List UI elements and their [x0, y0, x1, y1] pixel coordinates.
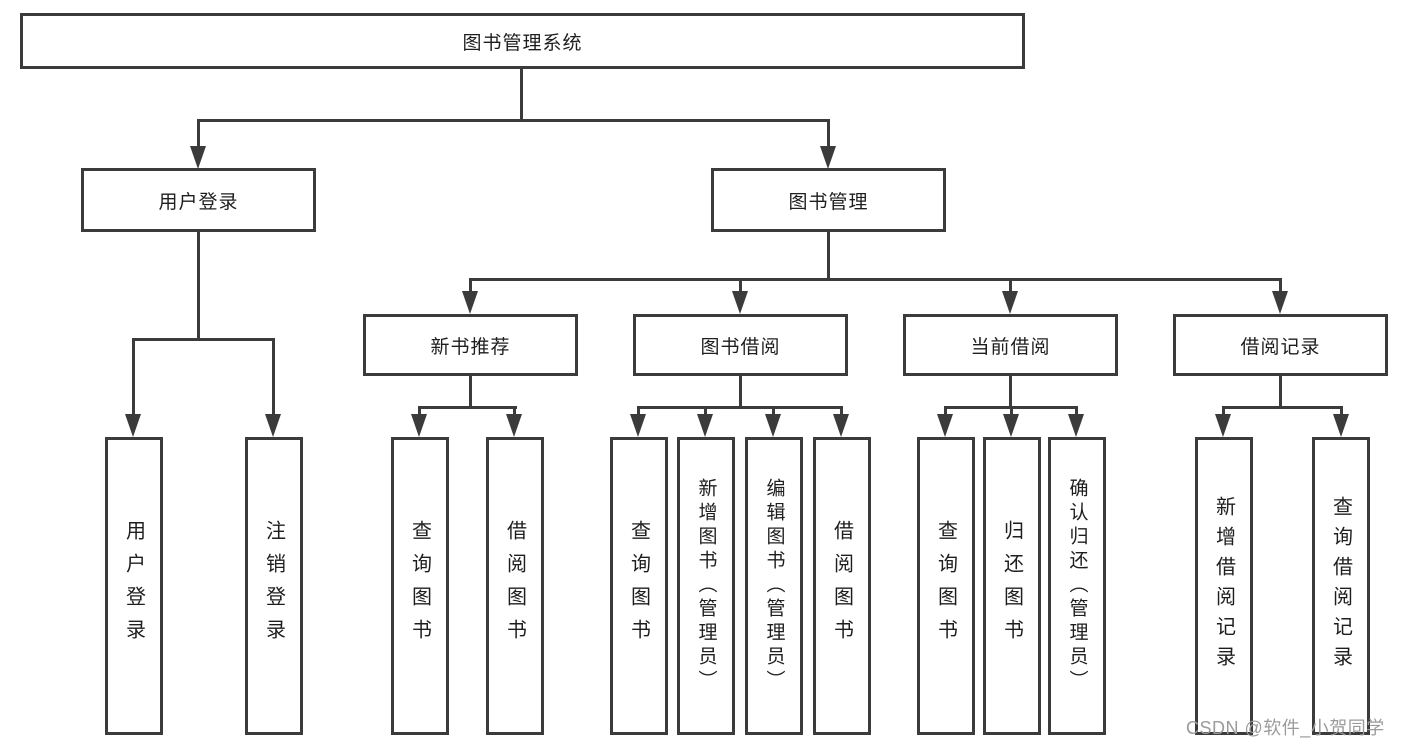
arrowhead-down [1068, 414, 1084, 437]
node-new-book-recommend: 新书推荐 [363, 314, 578, 376]
connector-line [944, 406, 947, 414]
arrowhead-down [1215, 414, 1231, 437]
arrowhead-down [833, 414, 849, 437]
arrowhead-down [125, 414, 141, 437]
arrowhead-down [630, 414, 646, 437]
connector-line [197, 119, 830, 122]
connector-line [197, 122, 200, 146]
leaf-add-books-admin: 新增图书（管理员） [677, 437, 735, 735]
arrowhead-down [1002, 291, 1018, 314]
leaf-add-borrow-record: 新增借阅记录 [1195, 437, 1253, 735]
connector-line [1222, 406, 1343, 409]
leaf-query-books-recommend: 查询图书 [391, 437, 449, 735]
connector-line [704, 406, 707, 414]
connector-line [513, 406, 516, 414]
arrowhead-down [190, 146, 206, 169]
connector-line [272, 341, 275, 414]
connector-line [772, 406, 775, 414]
arrowhead-down [411, 414, 427, 437]
connector-line [132, 338, 275, 341]
leaf-confirm-return-admin: 确认归还（管理员） [1048, 437, 1106, 735]
arrowhead-down [1272, 291, 1288, 314]
connector-line [827, 122, 830, 146]
connector-line [197, 232, 200, 338]
arrowhead-down [820, 146, 836, 169]
node-book-management: 图书管理 [711, 168, 946, 232]
connector-line [1222, 406, 1225, 414]
connector-line [469, 278, 1282, 281]
node-user-login: 用户登录 [81, 168, 316, 232]
connector-line [1010, 406, 1013, 414]
connector-line [132, 341, 135, 414]
node-borrowing-records: 借阅记录 [1173, 314, 1388, 376]
arrowhead-down [765, 414, 781, 437]
arrowhead-down [462, 291, 478, 314]
leaf-query-books-current: 查询图书 [917, 437, 975, 735]
connector-line [1279, 376, 1282, 406]
arrowhead-down [506, 414, 522, 437]
node-current-borrowing: 当前借阅 [903, 314, 1118, 376]
leaf-edit-books-admin: 编辑图书（管理员） [745, 437, 803, 735]
watermark-text: CSDN @软件_小贺同学 [1186, 718, 1385, 738]
leaf-query-borrow-record: 查询借阅记录 [1312, 437, 1370, 735]
arrowhead-down [937, 414, 953, 437]
leaf-borrow-books-borrowing: 借阅图书 [813, 437, 871, 735]
connector-line [469, 281, 472, 291]
connector-line [840, 406, 843, 414]
connector-line [418, 406, 517, 409]
arrowhead-down [1003, 414, 1019, 437]
arrowhead-down [1333, 414, 1349, 437]
node-library-management-system: 图书管理系统 [20, 13, 1025, 69]
connector-line [469, 376, 472, 406]
arrowhead-down [732, 291, 748, 314]
leaf-logout-login: 注销登录 [245, 437, 303, 735]
connector-line [1075, 406, 1078, 414]
connector-line [1279, 281, 1282, 291]
leaf-return-books: 归还图书 [983, 437, 1041, 735]
connector-line [637, 406, 843, 409]
connector-line [637, 406, 640, 414]
leaf-user-login: 用户登录 [105, 437, 163, 735]
leaf-query-books-borrowing: 查询图书 [610, 437, 668, 735]
connector-line [1009, 281, 1012, 291]
connector-line [1340, 406, 1343, 414]
connector-line [739, 376, 742, 406]
node-book-borrowing: 图书借阅 [633, 314, 848, 376]
leaf-borrow-books-recommend: 借阅图书 [486, 437, 544, 735]
connector-line [418, 406, 421, 414]
connector-line [520, 69, 523, 119]
connector-line [1009, 376, 1012, 406]
connector-line [827, 232, 830, 278]
arrowhead-down [697, 414, 713, 437]
arrowhead-down [265, 414, 281, 437]
connector-line [739, 281, 742, 291]
